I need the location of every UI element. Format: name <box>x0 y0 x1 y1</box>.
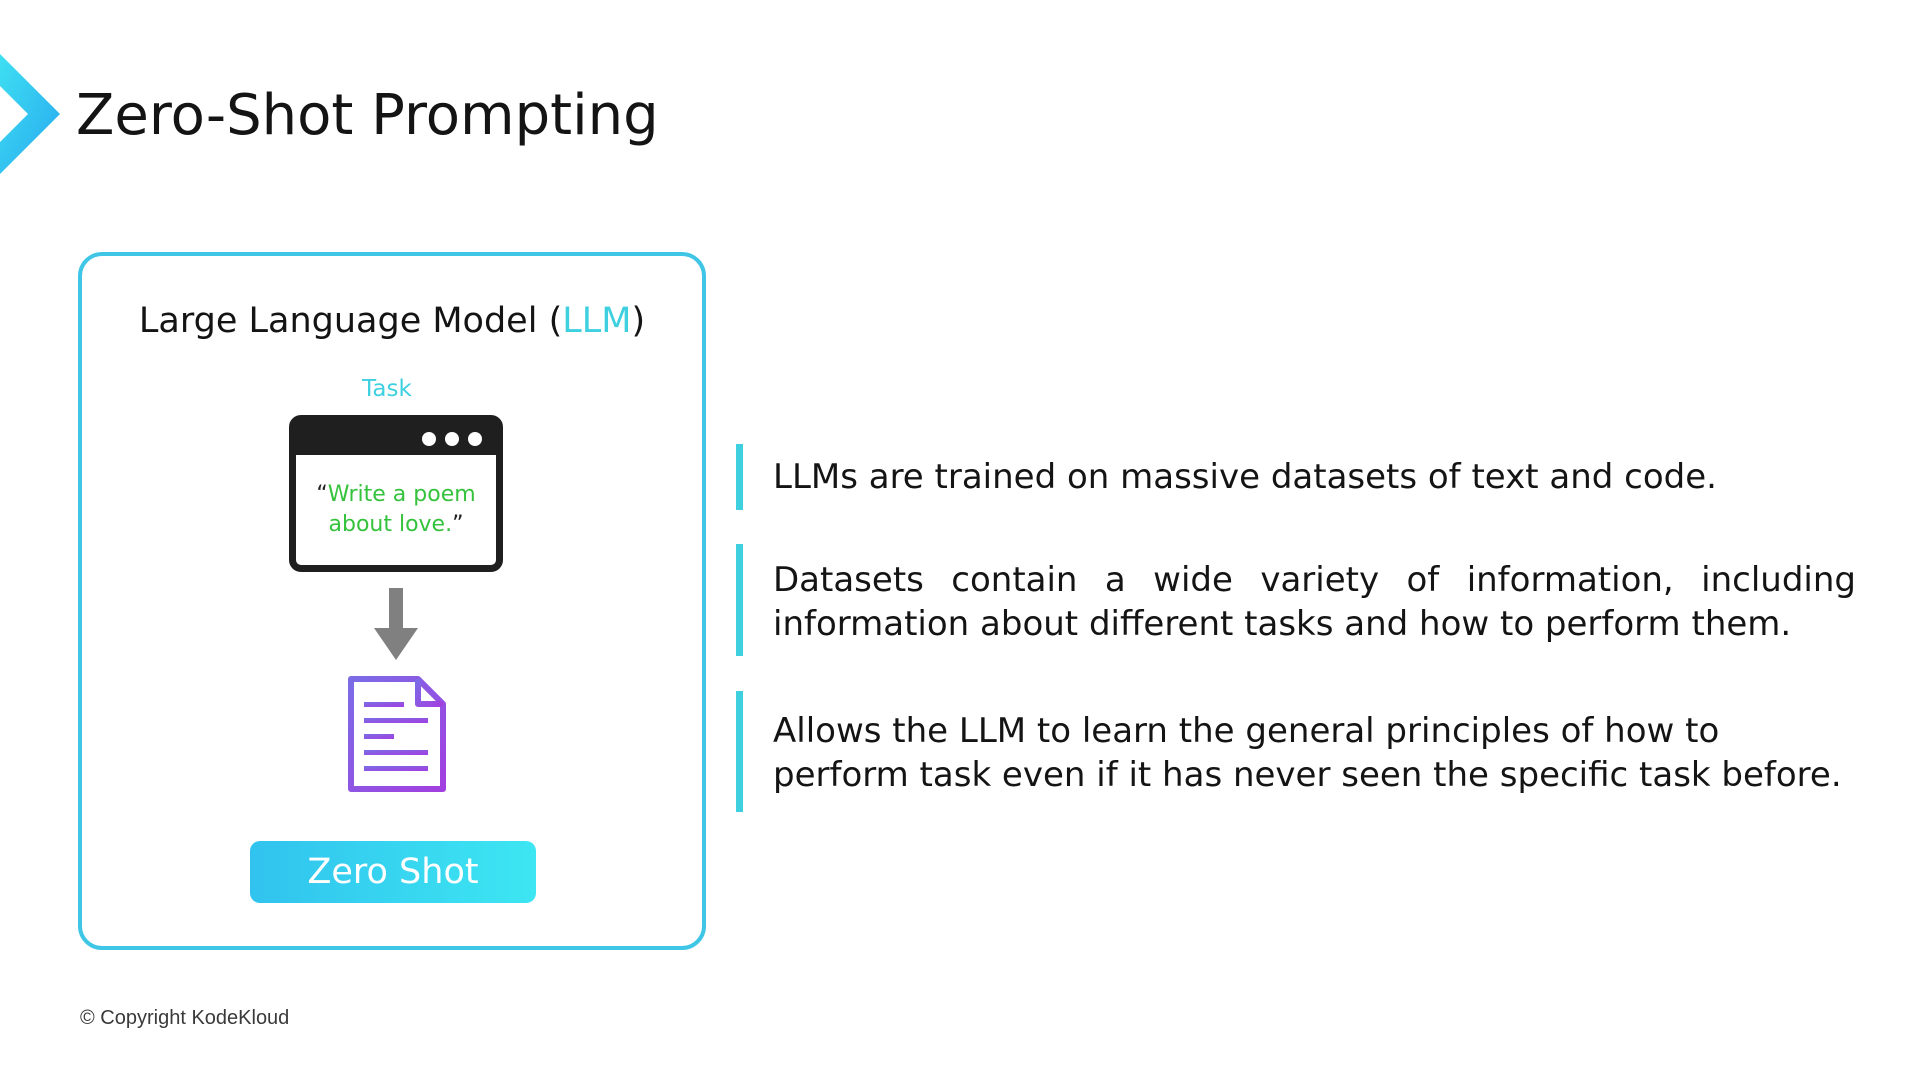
prompt-close-quote: ” <box>452 512 464 537</box>
window-dot-icon <box>468 432 482 446</box>
prompt-body: Write a poem about love. <box>327 482 476 537</box>
point-dataset-variety: Datasets contain a wide variety of infor… <box>736 544 1856 656</box>
document-icon <box>348 676 446 792</box>
window-dot-icon <box>422 432 436 446</box>
card-title: Large Language Model (LLM) <box>82 298 702 344</box>
prompt-text: “Write a poem about love.” <box>302 480 490 540</box>
copyright-footer: © Copyright KodeKloud <box>80 1007 290 1029</box>
window-dot-icon <box>445 432 459 446</box>
browser-window-icon: “Write a poem about love.” <box>289 415 503 572</box>
card-title-highlight: LLM <box>562 301 632 341</box>
task-label: Task <box>362 376 412 402</box>
arrow-down-icon <box>374 588 418 660</box>
point-training-data: LLMs are trained on massive datasets of … <box>736 444 1856 510</box>
window-title-bar <box>296 422 496 455</box>
chevron-right-icon <box>0 54 60 174</box>
prompt-open-quote: “ <box>316 482 328 507</box>
page-title: Zero-Shot Prompting <box>76 83 659 148</box>
zero-shot-button[interactable]: Zero Shot <box>250 841 536 903</box>
card-title-prefix: Large Language Model ( <box>138 301 563 341</box>
card-title-suffix: ) <box>631 301 646 341</box>
point-general-principles: Allows the LLM to learn the general prin… <box>736 691 1856 812</box>
llm-card: Large Language Model (LLM) Task “Write a… <box>78 252 706 950</box>
